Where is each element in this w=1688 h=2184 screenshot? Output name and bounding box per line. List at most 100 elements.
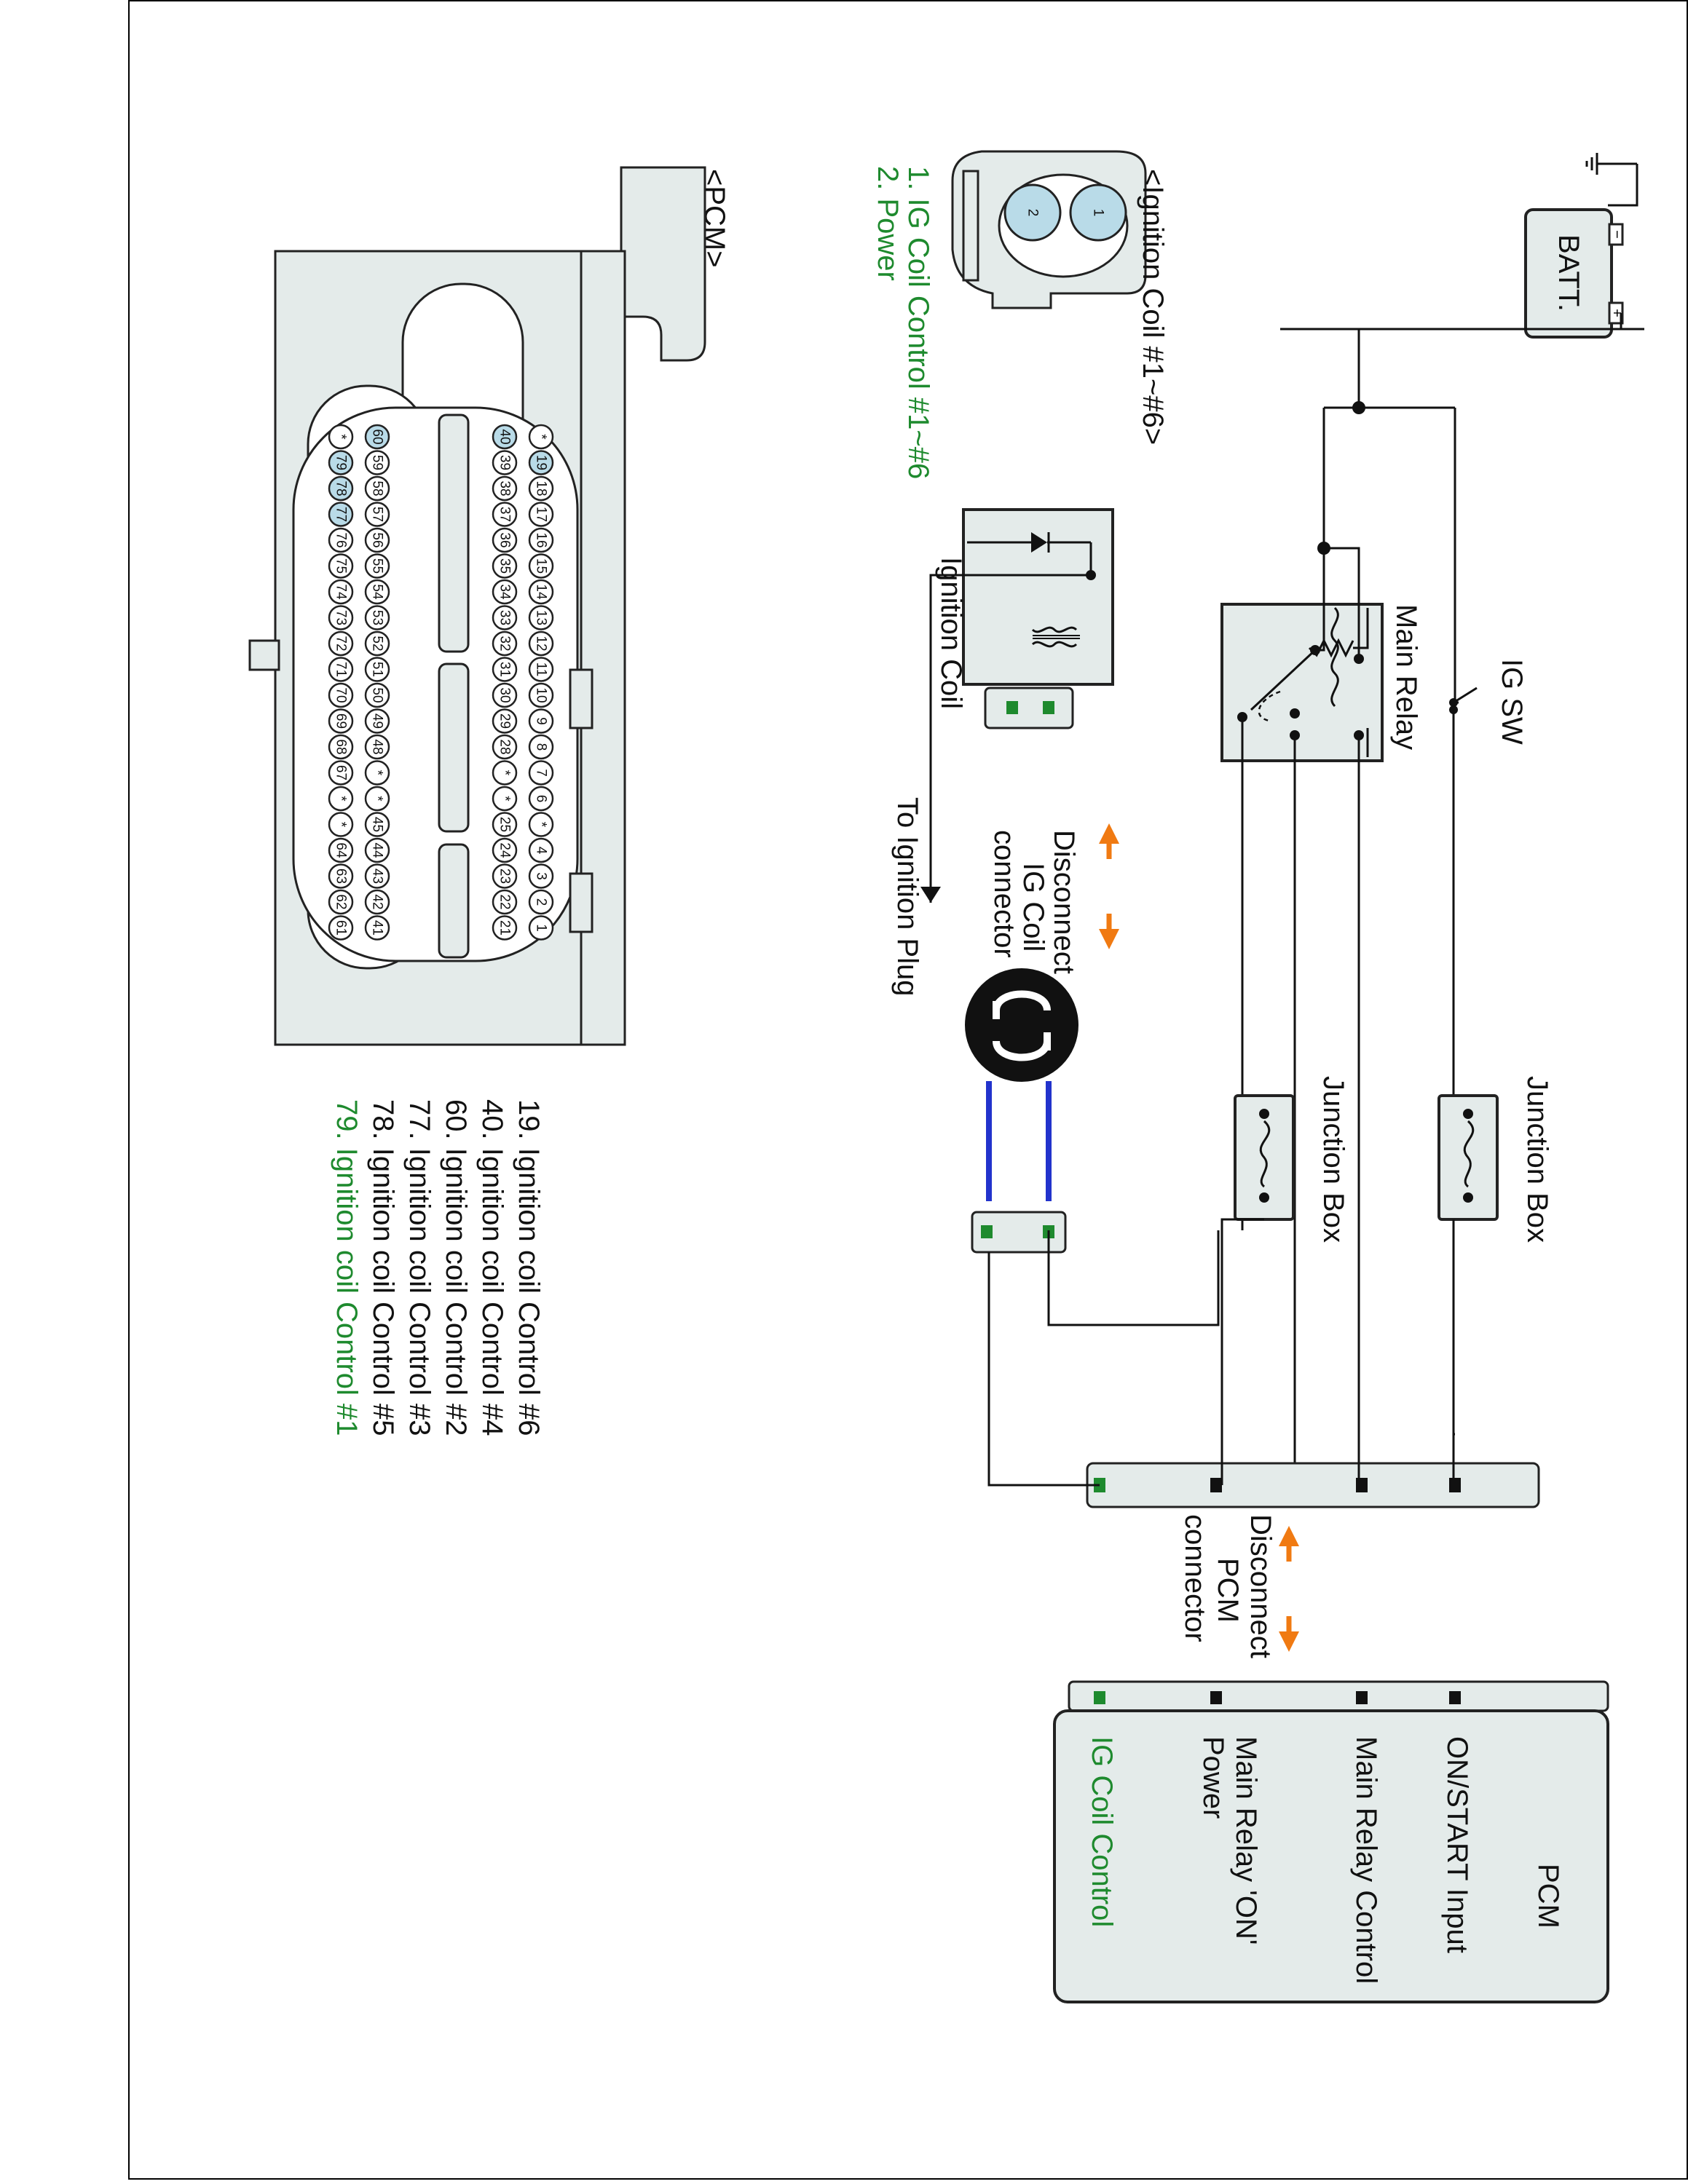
pcm-pin-label: * xyxy=(334,434,349,440)
pcm-pin-circle xyxy=(364,579,390,605)
ig-coil-connector-face: 1 2 xyxy=(951,150,1147,309)
pcm-pin-label: 30 xyxy=(497,687,513,703)
pcm-pin-list-79: 79. Ignition coil Control #1 xyxy=(331,1099,363,1436)
pcm-pin-label: 77 xyxy=(334,507,349,522)
pcm-pin-circle xyxy=(364,605,390,630)
pcm-pin-circle xyxy=(492,734,518,760)
pcm-pin-circle xyxy=(528,630,554,657)
pcm-pin-label: 18 xyxy=(534,480,549,496)
pcm-pin-circle xyxy=(364,812,390,837)
pcm-pin-label: 74 xyxy=(334,584,349,600)
pcm-harness-connector xyxy=(1086,1462,1540,1508)
ignition-coil: Ignition Coil xyxy=(935,508,1114,729)
pcm-pin-label: * xyxy=(334,796,349,802)
pcm-terminal-power: Power xyxy=(1197,1736,1229,1819)
pcm-module: PCM ON/START Input Main Relay Control Ma… xyxy=(1053,1680,1609,2003)
pcm-pin-circle xyxy=(492,630,518,657)
pcm-pin-circle xyxy=(492,889,518,915)
ig-coil-pin-1: 1 xyxy=(1091,209,1106,217)
pcm-pin-circle xyxy=(328,424,354,450)
pcm-pin-circle xyxy=(328,708,354,734)
ig-coil-pin-list-1: 1. IG Coil Control #1~#6 xyxy=(902,166,934,479)
pcm-pin-label: 58 xyxy=(370,480,385,496)
pcm-pin-circle xyxy=(528,657,554,682)
junction-box-2-label: Junction Box xyxy=(1317,1076,1349,1243)
pcm-pin-circle xyxy=(492,812,518,837)
pcm-pin-label: 14 xyxy=(534,584,549,600)
pcm-pin-circle xyxy=(492,553,518,579)
pcm-pin-circle xyxy=(364,760,390,786)
pcm-pin-circle xyxy=(328,553,354,579)
junction-box-2: Junction Box xyxy=(1234,1076,1349,1243)
pcm-pin-circle xyxy=(328,527,354,553)
pcm-pin-circle xyxy=(364,708,390,734)
pcm-pin-circle xyxy=(328,889,354,915)
pcm-pin-label: 61 xyxy=(334,920,349,935)
pcm-pin-label: 59 xyxy=(370,455,385,470)
pcm-pin-circle xyxy=(328,682,354,708)
pcm-pin-circle xyxy=(492,708,518,734)
pcm-pin-label: 19 xyxy=(534,455,549,470)
pcm-pin-circle xyxy=(528,579,554,605)
pcm-pin-circle xyxy=(492,837,518,863)
pcm-pin-label: 34 xyxy=(497,584,513,600)
pcm-pin-label: 72 xyxy=(334,636,349,651)
pcm-pin-label: 53 xyxy=(370,610,385,625)
pcm-pin-label: 22 xyxy=(497,894,513,909)
pcm-pin-label: 35 xyxy=(497,558,513,574)
pcm-pin-label: 62 xyxy=(334,894,349,909)
pcm-terminal-on-start: ON/START Input xyxy=(1441,1736,1473,1953)
pcm-terminal-ig-coil-control: IG Coil Control xyxy=(1086,1736,1118,1927)
pcm-pin-circle xyxy=(364,553,390,579)
pcm-pin-label: 63 xyxy=(334,869,349,884)
pcm-pin-circle xyxy=(492,527,518,553)
pcm-pin-circle xyxy=(364,450,390,475)
battery-plus: + xyxy=(1609,309,1625,317)
disconnect-pcm-label-2: PCM xyxy=(1212,1558,1244,1623)
pcm-pin-circle xyxy=(328,605,354,630)
disconnect-pcm-arrows: Disconnect PCM connector xyxy=(1179,1514,1299,1658)
pcm-pin-label: 36 xyxy=(497,532,513,547)
pcm-pin-circle xyxy=(328,915,354,941)
pcm-pin-circle xyxy=(364,837,390,863)
pcm-pin-circle xyxy=(528,424,554,450)
pcm-pin-label: 16 xyxy=(534,532,549,547)
pcm-pin-label: 45 xyxy=(370,817,385,832)
pcm-pin-circle xyxy=(328,863,354,889)
main-relay-label: Main Relay xyxy=(1390,604,1422,750)
pcm-connector-pins: *191817161514131211109876*43214039383736… xyxy=(328,424,554,941)
pcm-connector-face xyxy=(248,166,706,1046)
breakout-box-meter xyxy=(965,968,1078,1254)
pcm-pin-circle xyxy=(492,863,518,889)
pcm-pin-list-60: 60. Ignition coil Control #2 xyxy=(440,1099,472,1436)
pcm-pin-label: * xyxy=(534,822,549,828)
pcm-pin-circle xyxy=(364,786,390,812)
pcm-pin-label: * xyxy=(534,434,549,440)
pcm-pin-circle xyxy=(528,682,554,708)
pcm-pin-circle xyxy=(528,760,554,786)
pcm-pin-circle xyxy=(528,915,554,941)
pcm-pin-circle xyxy=(492,682,518,708)
pcm-pin-circle xyxy=(528,812,554,837)
ig-coil-pin-2: 2 xyxy=(1025,209,1041,217)
battery-minus: − xyxy=(1609,230,1625,239)
pcm-pin-label: 12 xyxy=(534,636,549,651)
pcm-pin-label: 17 xyxy=(534,507,549,522)
pcm-pin-list-40: 40. Ignition coil Control #4 xyxy=(476,1099,508,1436)
pcm-pin-label: 32 xyxy=(497,636,513,651)
pcm-pin-label: 64 xyxy=(334,842,349,858)
pcm-pin-label: 54 xyxy=(370,584,385,600)
pcm-pin-circle xyxy=(328,630,354,657)
to-ignition-plug-label: To Ignition Plug xyxy=(891,797,923,997)
pcm-pin-label: 21 xyxy=(497,920,513,935)
pcm-pin-circle xyxy=(492,657,518,682)
pcm-pin-label: 8 xyxy=(534,743,549,751)
pcm-pin-label: * xyxy=(370,770,385,776)
pcm-pin-label: 56 xyxy=(370,532,385,547)
pcm-pin-circle xyxy=(492,579,518,605)
pcm-pin-label: 78 xyxy=(334,480,349,496)
disconnect-pcm-label-3: connector xyxy=(1179,1514,1211,1642)
pcm-pin-circle xyxy=(328,502,354,527)
ig-coil-connector-title: <Ignition Coil #1~#6> xyxy=(1137,169,1169,445)
pcm-pin-circle xyxy=(364,424,390,450)
